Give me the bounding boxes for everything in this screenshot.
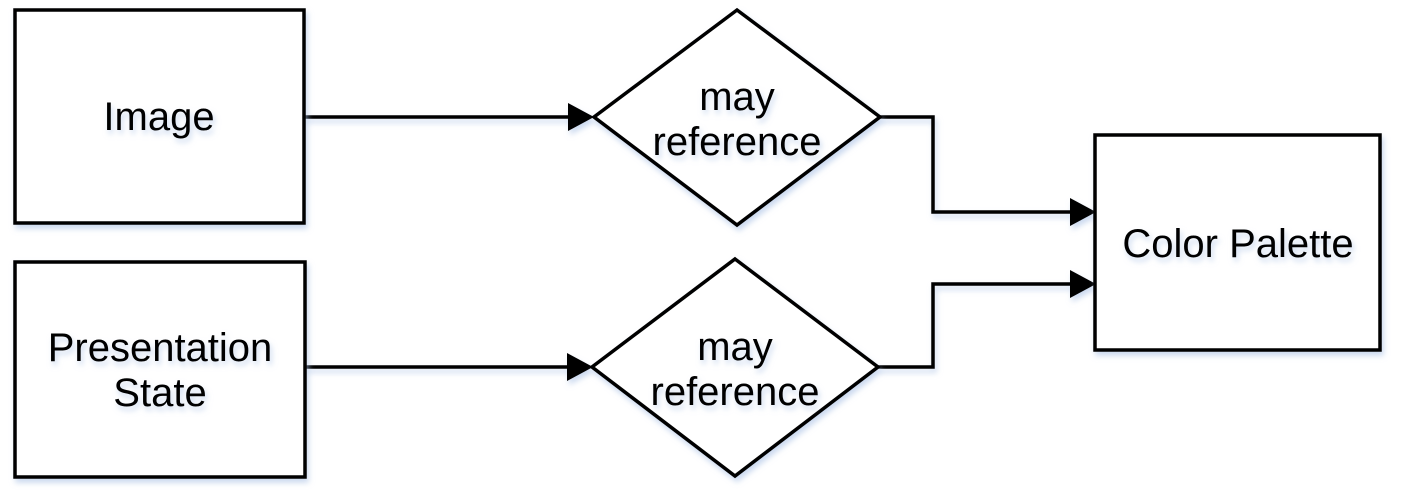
color-palette-box-label: Color Palette [1122,222,1353,266]
arrowhead-icon [568,103,594,131]
may-reference-bottom-label-line-1: may [697,325,773,369]
may-reference-bottom-label-line-2: reference [651,370,820,414]
presentation-state-label-line-1: Presentation [48,326,273,370]
arrowhead-icon [1070,270,1096,298]
edge-presentation-state-to-may-reference [305,353,593,381]
edge-may-reference-top-to-color-palette [879,115,1096,226]
edge-line [878,282,1072,369]
node-color-palette: Color Palette [1093,133,1382,352]
color-palette-box-shape [1093,133,1382,352]
may-reference-top-diamond-shape [591,7,883,228]
edge-image-to-may-reference [304,103,594,131]
presentation-state-box-shape [13,260,307,479]
image-box-shape [13,8,306,225]
edge-may-reference-bottom-to-color-palette [878,270,1096,369]
image-box-label: Image [103,95,214,139]
may-reference-top-label-line-1: may [699,75,775,119]
edge-line [879,115,1072,214]
may-reference-bottom-diamond-shape [589,256,881,479]
presentation-state-label-line-2: State [113,371,206,415]
may-reference-top-label-line-2: reference [653,120,822,164]
node-may-reference-bottom: may reference [589,256,881,479]
node-may-reference-top: may reference [591,7,883,228]
node-presentation-state: Presentation State [13,260,307,479]
arrowhead-icon [567,353,593,381]
arrowhead-icon [1070,198,1096,226]
node-image: Image [13,8,306,225]
